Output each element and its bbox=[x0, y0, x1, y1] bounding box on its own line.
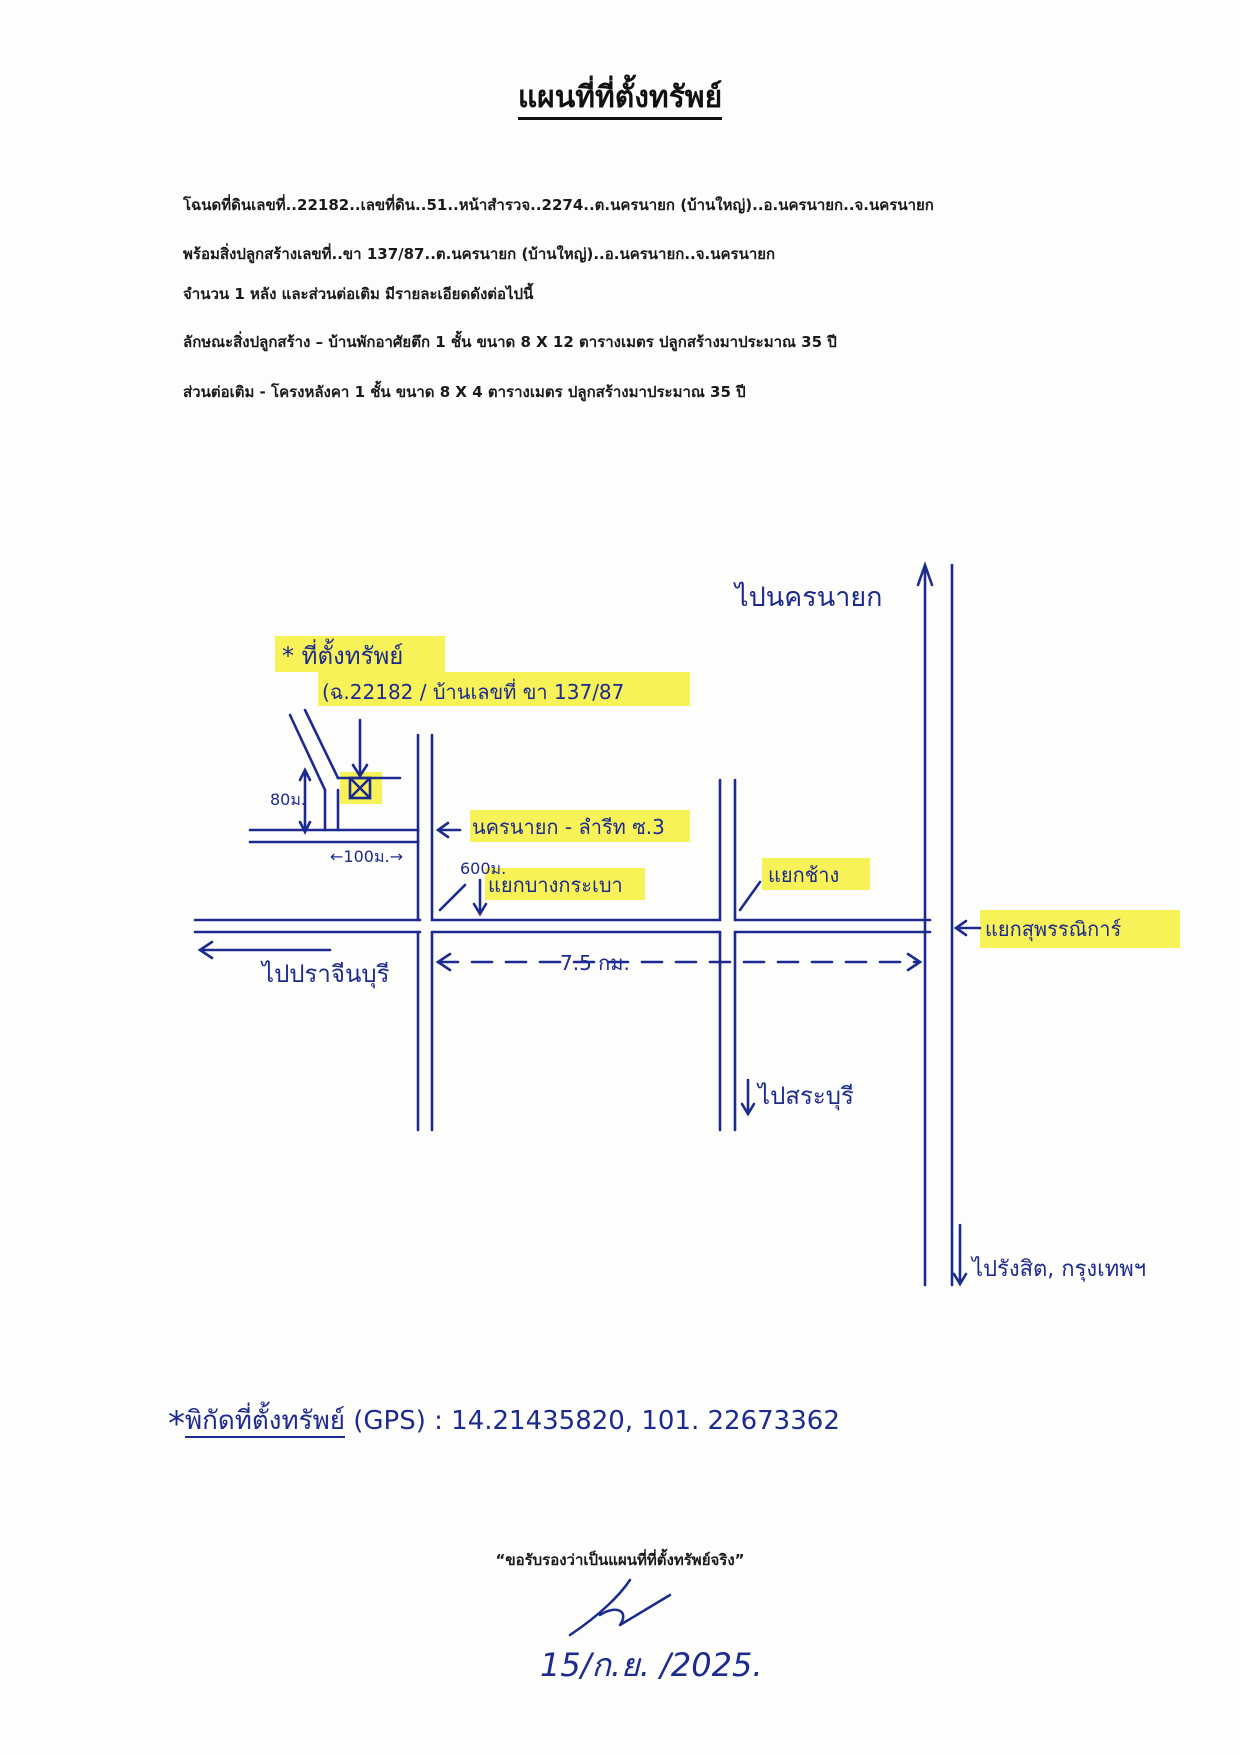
building-line: พร้อมสิ่งปลูกสร้างเลขที่..ขา 137/87..ต.น… bbox=[183, 245, 776, 263]
to-saraburi-label: ไปสระบุรี bbox=[756, 1082, 854, 1111]
dim-600-arrow-icon bbox=[472, 902, 488, 917]
gps-star: * bbox=[168, 1404, 185, 1444]
building-type-line: ลักษณะสิ่งปลูกสร้าง – บ้านพักอาศัยตึก 1 … bbox=[183, 333, 837, 351]
to-nakhon-nayok-label: ไปนครนายก bbox=[733, 582, 883, 613]
dist-100-label: ←100ม.→ bbox=[330, 847, 403, 866]
gps-paren: (GPS) bbox=[353, 1406, 426, 1436]
extension-line: ส่วนต่อเติม - โครงหลังคา 1 ชั้น ขนาด 8 X… bbox=[183, 383, 746, 401]
arrow-left-icon bbox=[435, 821, 450, 839]
to-rangsit-label: ไปรังสิต, กรุงเทพฯ bbox=[970, 1256, 1146, 1282]
bang-krabao-pointer bbox=[438, 883, 467, 912]
km-arrow-left-icon bbox=[435, 952, 452, 972]
highlight-property-label bbox=[275, 636, 445, 672]
arrow-left-icon bbox=[953, 919, 968, 937]
highlight-suwannason bbox=[980, 910, 1180, 948]
yaek-chang-pointer bbox=[738, 880, 762, 912]
to-prachinburi-label: ไปปราจีนบุรี bbox=[260, 960, 390, 989]
signature-date: 15/ก.ย. /2025. bbox=[540, 1646, 763, 1684]
gps-coords: : 14.21435820, 101. 22673362 bbox=[434, 1406, 840, 1436]
count-line: จำนวน 1 หลัง และส่วนต่อเติม มีรายละเอียด… bbox=[183, 285, 534, 303]
property-label: * ที่ตั้งทรัพย์ bbox=[282, 638, 403, 670]
arrow-left-icon bbox=[197, 940, 214, 960]
lane-diagonal-left bbox=[288, 713, 327, 792]
lane-diagonal-right bbox=[303, 708, 340, 780]
arrow-down-icon bbox=[740, 1102, 756, 1117]
yaek-chang-label: แยกช้าง bbox=[768, 863, 839, 887]
certification-text: “ขอรับรองว่าเป็นแผนที่ที่ตั้งทรัพย์จริง” bbox=[495, 1551, 745, 1569]
deed-line: โฉนดที่ดินเลขที่..22182..เลขที่ดิน..51..… bbox=[183, 196, 934, 214]
dim-arrow-up-icon bbox=[298, 767, 312, 782]
dist-600-label: 600ม. bbox=[460, 859, 506, 878]
property-id-label: (ฉ.22182 / บ้านเลขที่ ขา 137/87 bbox=[322, 678, 624, 704]
highlight-property-id bbox=[318, 672, 690, 706]
highlight-bang-krabao bbox=[485, 868, 645, 900]
property-marker-cross-b bbox=[348, 776, 372, 800]
arrow-down-icon bbox=[351, 763, 369, 779]
highlight-yaek-chang bbox=[762, 858, 870, 890]
gps-coordinates: *พิกัดที่ตั้งทรัพย์ (GPS) : 14.21435820,… bbox=[168, 1400, 840, 1444]
bang-krabao-label: แยกบางกระเบา bbox=[488, 873, 623, 897]
suwannason-label: แยกสุพรรณิการ์ bbox=[985, 917, 1121, 942]
arrow-up-icon bbox=[916, 561, 934, 587]
highlight-road-name bbox=[470, 810, 690, 842]
arrow-down-icon bbox=[952, 1272, 968, 1287]
km-arrow-right-icon bbox=[906, 952, 923, 972]
dim-arrow-down-icon bbox=[298, 820, 312, 835]
km-label: 7.5 กม. bbox=[560, 951, 630, 975]
dist-80-label: 80ม. bbox=[270, 790, 306, 809]
gps-label: พิกัดที่ตั้งทรัพย์ bbox=[185, 1406, 345, 1438]
signature bbox=[568, 1578, 672, 1637]
page-title: แผนที่ที่ตั้งทรัพย์ bbox=[0, 74, 1240, 121]
road-name-label: นครนายก - ลำรีท ซ.3 bbox=[472, 815, 665, 839]
